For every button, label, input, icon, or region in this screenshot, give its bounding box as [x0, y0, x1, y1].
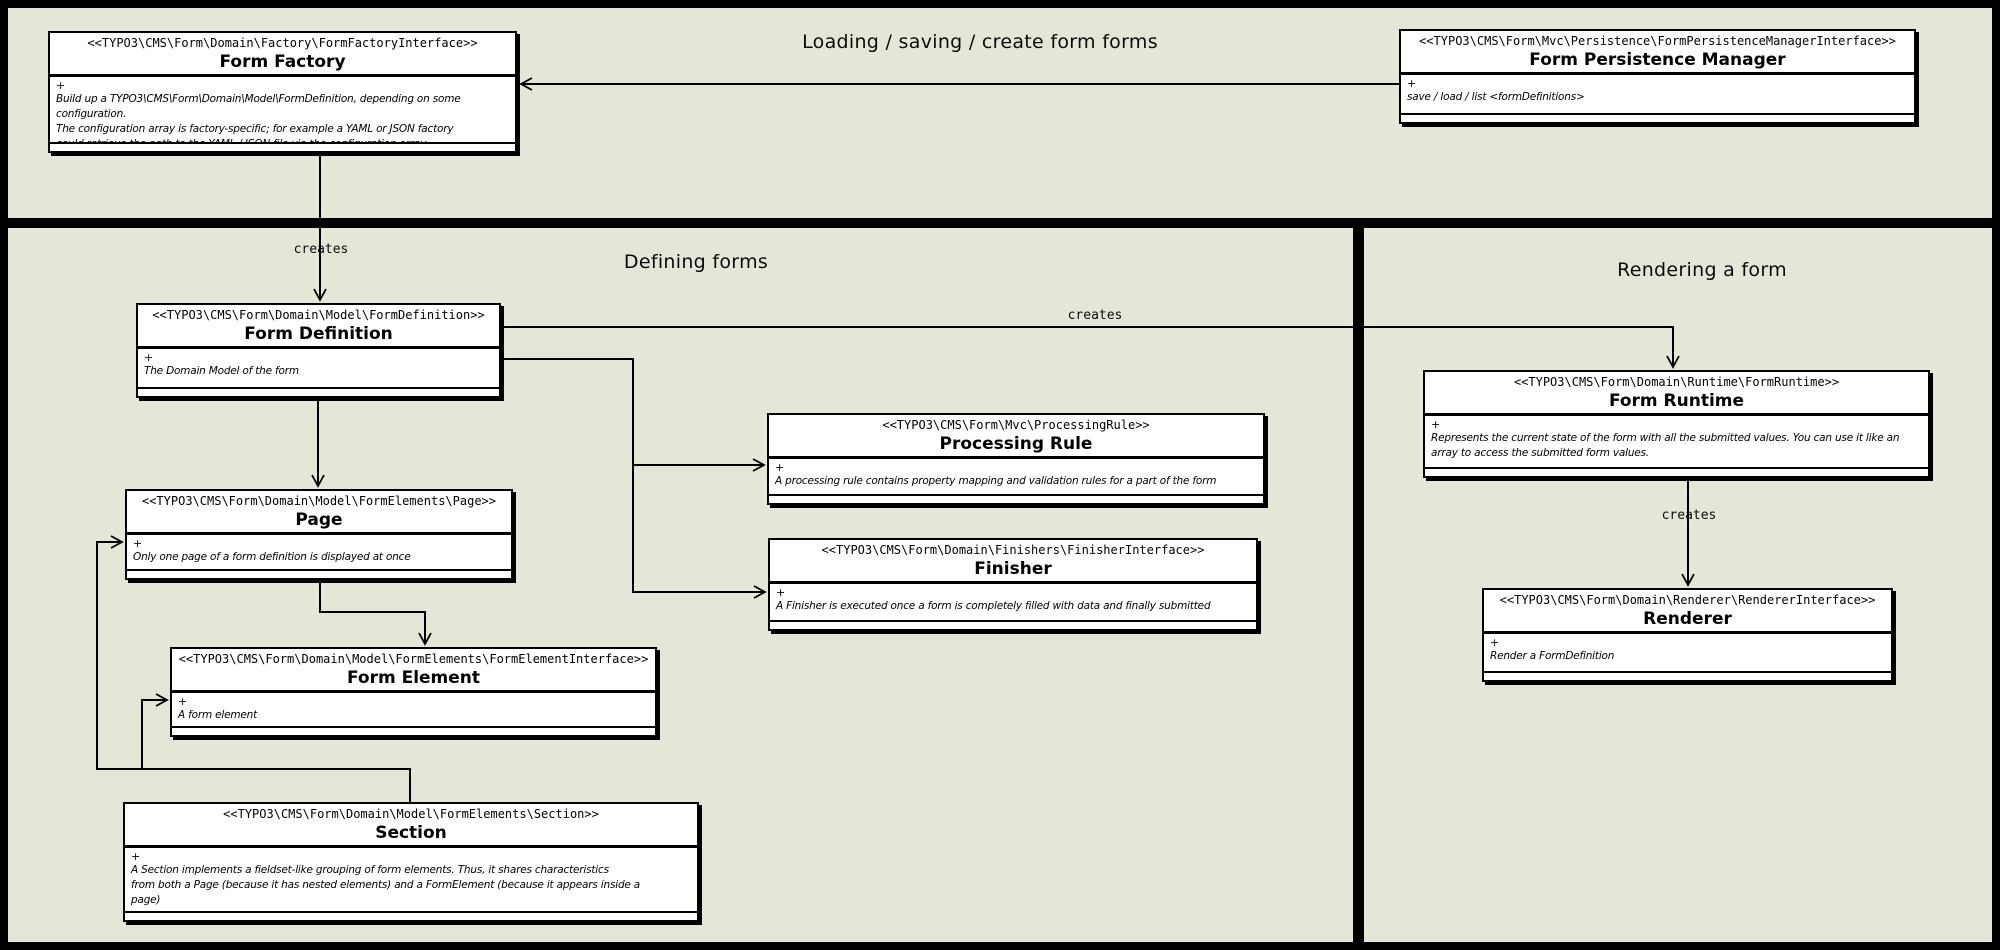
class-description: A processing rule contains property mapp…: [775, 475, 1217, 488]
class-name: Processing Rule: [939, 433, 1093, 454]
edge-definition-to-finisher: [501, 358, 767, 599]
panel-title-rendering-a-form: Rendering a form: [1617, 259, 1787, 281]
class-attributes: + A Finisher is executed once a form is …: [770, 584, 1256, 622]
panel-divider-vertical: [1353, 228, 1364, 950]
class-header: <<TYPO3\CMS\Form\Mvc\ProcessingRule>> Pr…: [769, 415, 1263, 459]
visibility-marker: +: [1490, 635, 1500, 649]
class-operations-empty: [50, 144, 515, 151]
class-description: A Section implements a fieldset-like gro…: [131, 864, 641, 906]
class-name: Renderer: [1643, 608, 1732, 629]
class-operations-empty: [127, 571, 511, 578]
class-name: Page: [295, 509, 343, 530]
edge-section-to-page: [96, 535, 411, 802]
class-name: Form Runtime: [1608, 390, 1745, 411]
class-operations-empty: [1401, 115, 1914, 122]
class-operations-empty: [1425, 469, 1928, 476]
class-attributes: + A Section implements a fieldset-like g…: [125, 848, 697, 913]
class-header: <<TYPO3\CMS\Form\Domain\Model\FormElemen…: [127, 491, 511, 535]
class-header: <<TYPO3\CMS\Form\Domain\Renderer\Rendere…: [1484, 590, 1891, 634]
visibility-marker: +: [56, 78, 66, 92]
class-description: save / load / list <formDefinitions>: [1407, 91, 1585, 104]
class-name: Form Persistence Manager: [1529, 49, 1786, 70]
class-header: <<TYPO3\CMS\Form\Domain\Factory\FormFact…: [50, 33, 515, 77]
class-operations-empty: [172, 728, 655, 735]
panel-title-loading-saving: Loading / saving / create form forms: [802, 31, 1158, 53]
edge-section-to-form-element: [141, 693, 169, 769]
class-stereotype: <<TYPO3\CMS\Form\Domain\Factory\FormFact…: [87, 36, 478, 50]
visibility-marker: +: [775, 460, 785, 474]
panel-title-defining-forms: Defining forms: [623, 251, 769, 273]
class-header: <<TYPO3\CMS\Form\Domain\Runtime\FormRunt…: [1425, 372, 1928, 416]
edge-page-to-form-element: [319, 580, 432, 646]
visibility-marker: +: [1431, 417, 1441, 431]
panel-divider-horizontal: [0, 218, 2000, 228]
class-name: Form Element: [346, 667, 481, 688]
class-attributes: + Render a FormDefinition: [1484, 634, 1891, 673]
class-stereotype: <<TYPO3\CMS\Form\Domain\Model\FormDefini…: [152, 308, 485, 322]
class-stereotype: <<TYPO3\CMS\Form\Mvc\Persistence\FormPer…: [1419, 34, 1896, 48]
edge-label-creates-renderer: creates: [1661, 508, 1717, 523]
class-operations-empty: [125, 913, 697, 920]
class-form-runtime: <<TYPO3\CMS\Form\Domain\Runtime\FormRunt…: [1423, 370, 1930, 478]
class-stereotype: <<TYPO3\CMS\Form\Mvc\ProcessingRule>>: [882, 418, 1150, 432]
class-operations-empty: [769, 496, 1263, 503]
class-processing-rule: <<TYPO3\CMS\Form\Mvc\ProcessingRule>> Pr…: [767, 413, 1265, 505]
visibility-marker: +: [178, 694, 188, 708]
class-form-definition: <<TYPO3\CMS\Form\Domain\Model\FormDefini…: [136, 303, 501, 398]
class-attributes: + Represents the current state of the fo…: [1425, 416, 1928, 469]
class-attributes: + A form element: [172, 693, 655, 728]
class-form-persistence-manager: <<TYPO3\CMS\Form\Mvc\Persistence\FormPer…: [1399, 29, 1916, 124]
class-description: A Finisher is executed once a form is co…: [776, 600, 1211, 613]
class-form-element: <<TYPO3\CMS\Form\Domain\Model\FormElemen…: [170, 647, 657, 737]
edge-label-creates-factory: creates: [293, 242, 349, 257]
class-operations-empty: [770, 622, 1256, 629]
class-description: Represents the current state of the form…: [1431, 432, 1900, 460]
class-name: Finisher: [974, 558, 1052, 579]
visibility-marker: +: [776, 585, 786, 599]
class-attributes: + The Domain Model of the form: [138, 349, 499, 389]
edge-label-creates-runtime: creates: [1067, 308, 1123, 323]
edge-definition-creates-runtime: [501, 326, 1680, 369]
class-stereotype: <<TYPO3\CMS\Form\Domain\Model\FormElemen…: [141, 494, 496, 508]
class-form-factory: <<TYPO3\CMS\Form\Domain\Factory\FormFact…: [48, 31, 517, 153]
class-header: <<TYPO3\CMS\Form\Domain\Model\FormElemen…: [172, 649, 655, 693]
class-name: Form Definition: [244, 323, 393, 344]
class-renderer: <<TYPO3\CMS\Form\Domain\Renderer\Rendere…: [1482, 588, 1893, 682]
class-header: <<TYPO3\CMS\Form\Domain\Finishers\Finish…: [770, 540, 1256, 584]
visibility-marker: +: [1407, 76, 1417, 90]
visibility-marker: +: [131, 849, 141, 863]
class-attributes: + Build up a TYPO3\CMS\Form\Domain\Model…: [50, 77, 515, 144]
class-description: Render a FormDefinition: [1490, 650, 1615, 663]
class-stereotype: <<TYPO3\CMS\Form\Domain\Renderer\Rendere…: [1499, 593, 1876, 607]
visibility-marker: +: [133, 536, 143, 550]
class-description: The Domain Model of the form: [144, 365, 299, 378]
class-finisher: <<TYPO3\CMS\Form\Domain\Finishers\Finish…: [768, 538, 1258, 631]
class-operations-empty: [1484, 673, 1891, 680]
class-operations-empty: [138, 389, 499, 396]
class-page: <<TYPO3\CMS\Form\Domain\Model\FormElemen…: [125, 489, 513, 580]
class-name: Form Factory: [219, 51, 346, 72]
class-attributes: + A processing rule contains property ma…: [769, 459, 1263, 496]
class-stereotype: <<TYPO3\CMS\Form\Domain\Model\FormElemen…: [223, 807, 599, 821]
class-name: Section: [375, 822, 447, 843]
class-stereotype: <<TYPO3\CMS\Form\Domain\Runtime\FormRunt…: [1513, 375, 1840, 389]
class-stereotype: <<TYPO3\CMS\Form\Domain\Finishers\Finish…: [821, 543, 1205, 557]
class-description: A form element: [178, 709, 258, 722]
class-section: <<TYPO3\CMS\Form\Domain\Model\FormElemen…: [123, 802, 699, 922]
visibility-marker: +: [144, 350, 154, 364]
class-header: <<TYPO3\CMS\Form\Domain\Model\FormDefini…: [138, 305, 499, 349]
class-description: Only one page of a form definition is di…: [133, 551, 411, 564]
class-description: Build up a TYPO3\CMS\Form\Domain\Model\F…: [56, 93, 461, 144]
class-header: <<TYPO3\CMS\Form\Mvc\Persistence\FormPer…: [1401, 31, 1914, 75]
class-attributes: + Only one page of a form definition is …: [127, 535, 511, 571]
class-stereotype: <<TYPO3\CMS\Form\Domain\Model\FormElemen…: [178, 652, 649, 666]
class-header: <<TYPO3\CMS\Form\Domain\Model\FormElemen…: [125, 804, 697, 848]
class-attributes: + save / load / list <formDefinitions>: [1401, 75, 1914, 115]
